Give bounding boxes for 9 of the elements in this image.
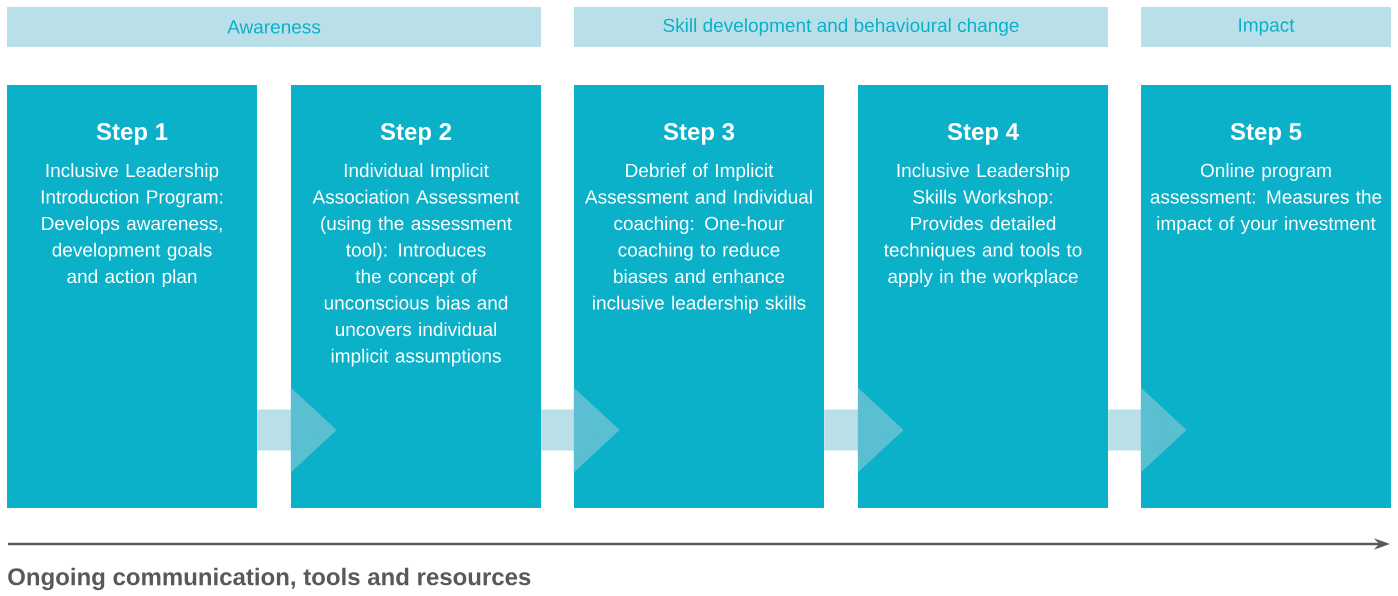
step-box: Step 4 Inclusive Leadership Skills Workshop: Provides detailed techniques and tools to apply in the workplace: [858, 85, 1108, 508]
step-box: Step 1 Inclusive Leadership Introduction Program: Develops awareness, development goals and action plan: [7, 85, 257, 508]
step-box: Step 3 Debrief of Implicit Assessment and Individual coaching: One-hour coaching to reduce biases and enhance inclusive leadership skills: [574, 85, 824, 508]
phase-band: Impact: [1141, 7, 1391, 47]
step-box: Step 5 Online program assessment: Measures the impact of your investment: [1141, 85, 1391, 508]
phase-band: Skill development and behavioural change: [574, 7, 1108, 47]
caption-text: Ongoing communication, tools and resources: [8, 567, 531, 591]
phase-band: Awareness: [7, 7, 541, 47]
step-box: Step 2 Individual Implicit Association Assessment (using the assessment tool): Introduces the concept of unconscious bias and uncovers individual implicit assumptions: [291, 85, 541, 508]
